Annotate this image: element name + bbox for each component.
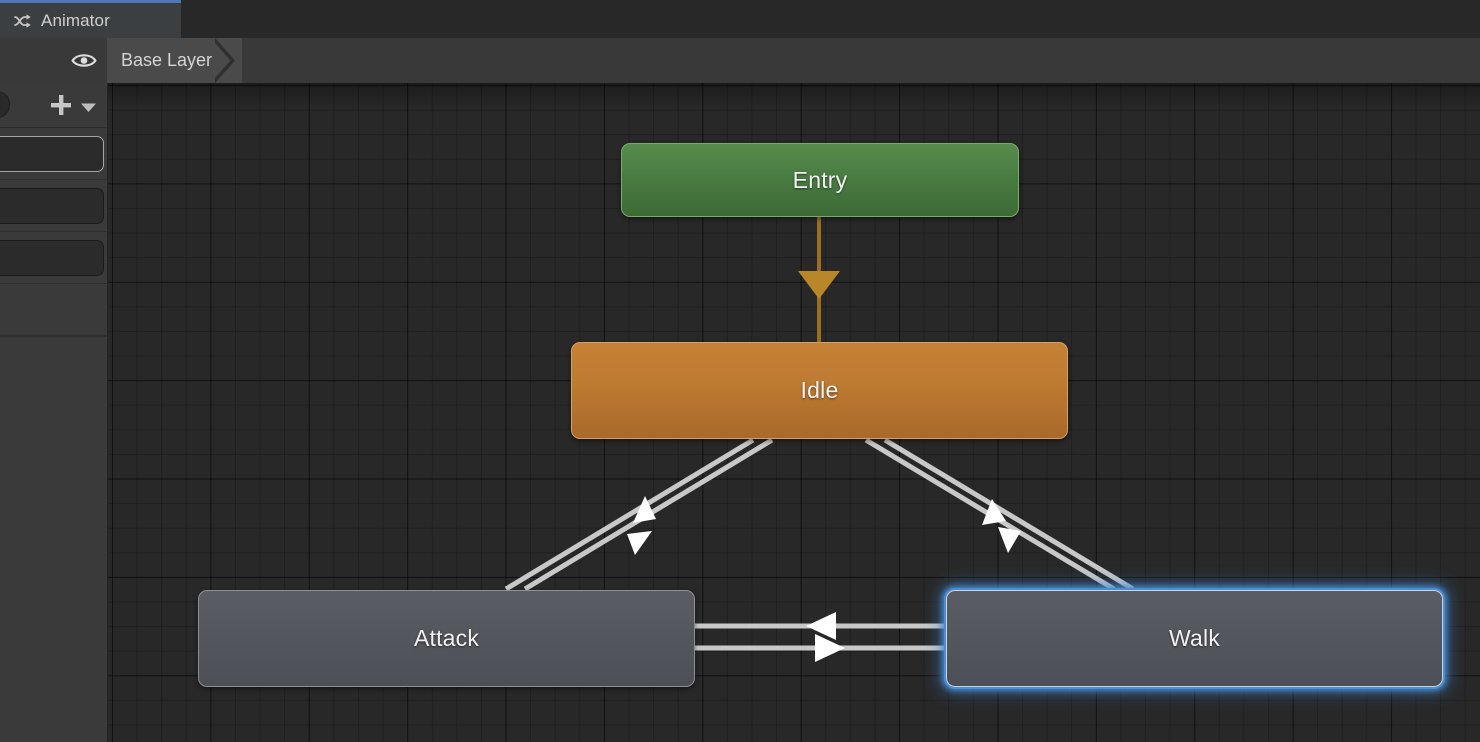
breadcrumb-base-layer-label: Base Layer [121, 50, 213, 70]
parameters-panel [0, 83, 108, 742]
parameter-row[interactable] [0, 284, 107, 336]
parameter-name-field[interactable] [0, 135, 104, 172]
parameter-name-field[interactable] [0, 239, 104, 276]
state-node-walk-label: Walk [1168, 625, 1221, 651]
state-node-entry-label: Entry [792, 166, 848, 193]
tab-animator-label: Animator [41, 10, 110, 30]
transition-attack-walk[interactable] [695, 612, 946, 662]
parameter-row[interactable] [0, 128, 107, 180]
chevron-right-icon [215, 38, 243, 83]
breadcrumb-base-layer[interactable]: Base Layer [107, 38, 243, 83]
state-node-entry[interactable]: Entry [621, 143, 1019, 217]
tab-bar: Animator [0, 0, 1480, 38]
search-input[interactable] [0, 91, 10, 118]
parameter-row[interactable] [0, 180, 107, 232]
state-node-idle-label: Idle [800, 377, 839, 403]
state-node-walk[interactable]: Walk [946, 590, 1443, 687]
state-machine-canvas[interactable]: Entry Idle Attack Walk [108, 83, 1480, 742]
parameter-name-field[interactable] [0, 187, 104, 224]
layer-visibility-toggle[interactable] [0, 38, 107, 83]
animator-tab-icon [14, 12, 32, 30]
parameter-row[interactable] [0, 232, 107, 284]
tab-animator[interactable]: Animator [0, 0, 181, 38]
eye-visibility-icon [71, 52, 97, 69]
transition-idle-walk[interactable] [864, 437, 1135, 592]
chevron-down-icon[interactable] [80, 100, 97, 112]
parameters-toolbar [0, 83, 107, 128]
breadcrumb-bar: Base Layer [0, 38, 1480, 83]
state-node-idle[interactable]: Idle [571, 342, 1068, 439]
transition-entry-to-idle[interactable] [798, 217, 840, 342]
state-node-attack-label: Attack [413, 625, 480, 651]
transition-idle-attack[interactable] [504, 437, 774, 592]
plus-icon[interactable] [48, 92, 74, 118]
state-node-attack[interactable]: Attack [198, 590, 695, 687]
parameters-empty-area [0, 336, 107, 736]
